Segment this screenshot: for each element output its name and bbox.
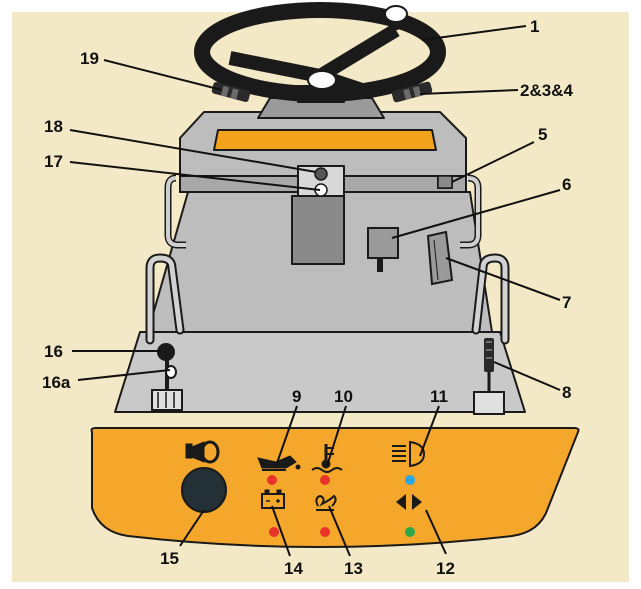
hand-throttle-lever[interactable]	[151, 343, 183, 411]
parking-brake-lever[interactable]	[473, 338, 505, 415]
horn-button[interactable]	[181, 467, 227, 513]
right-stalk[interactable]	[391, 81, 433, 103]
callout-6: 6	[562, 175, 571, 194]
callout-2-3-4: 2&3&4	[520, 81, 573, 100]
steering-knob[interactable]	[384, 5, 408, 30]
high-beam-icon	[392, 440, 426, 468]
hazard-switch[interactable]	[437, 175, 453, 189]
callout-7: 7	[562, 293, 571, 312]
callout-19: 19	[80, 49, 99, 68]
callout-9: 9	[292, 387, 301, 406]
turn-signal-indicator	[405, 527, 415, 537]
callout-16a: 16a	[42, 373, 71, 392]
callout-5: 5	[538, 125, 547, 144]
callout-17: 17	[44, 152, 63, 171]
battery-warning-light	[269, 527, 279, 537]
callout-16: 16	[44, 342, 63, 361]
leader-lines	[69, 25, 561, 557]
key-switch[interactable]	[314, 167, 328, 181]
callout-8: 8	[562, 383, 571, 402]
horn-icon	[185, 440, 220, 464]
coolant-warning-light	[320, 475, 330, 485]
callout-18: 18	[44, 117, 63, 136]
accelerator-pedal[interactable]	[426, 230, 454, 286]
callout-11: 11	[430, 387, 448, 406]
gear-selector[interactable]	[165, 365, 177, 379]
turn-signal-icon	[396, 494, 422, 510]
callout-12: 12	[436, 559, 455, 578]
callout-1: 1	[530, 17, 539, 36]
brake-pedal[interactable]	[367, 227, 399, 272]
steering-console	[179, 85, 467, 197]
callout-labels: 1 2&3&4 5 6 7 8 19 18 17 16 16a 9 10 11 …	[42, 17, 573, 578]
machine-body	[114, 174, 526, 413]
steering-wheel[interactable]	[194, 2, 446, 102]
callout-15: 15	[160, 549, 179, 568]
callout-13: 13	[344, 559, 363, 578]
callout-14: 14	[284, 559, 303, 578]
right-handrail	[471, 253, 510, 345]
left-handrail	[145, 253, 185, 345]
callout-10: 10	[334, 387, 353, 406]
instrument-panel	[90, 427, 580, 548]
glow-plug-light	[320, 527, 330, 537]
high-beam-indicator	[405, 475, 415, 485]
left-stalk[interactable]	[211, 81, 251, 103]
oil-warning-light	[267, 475, 277, 485]
